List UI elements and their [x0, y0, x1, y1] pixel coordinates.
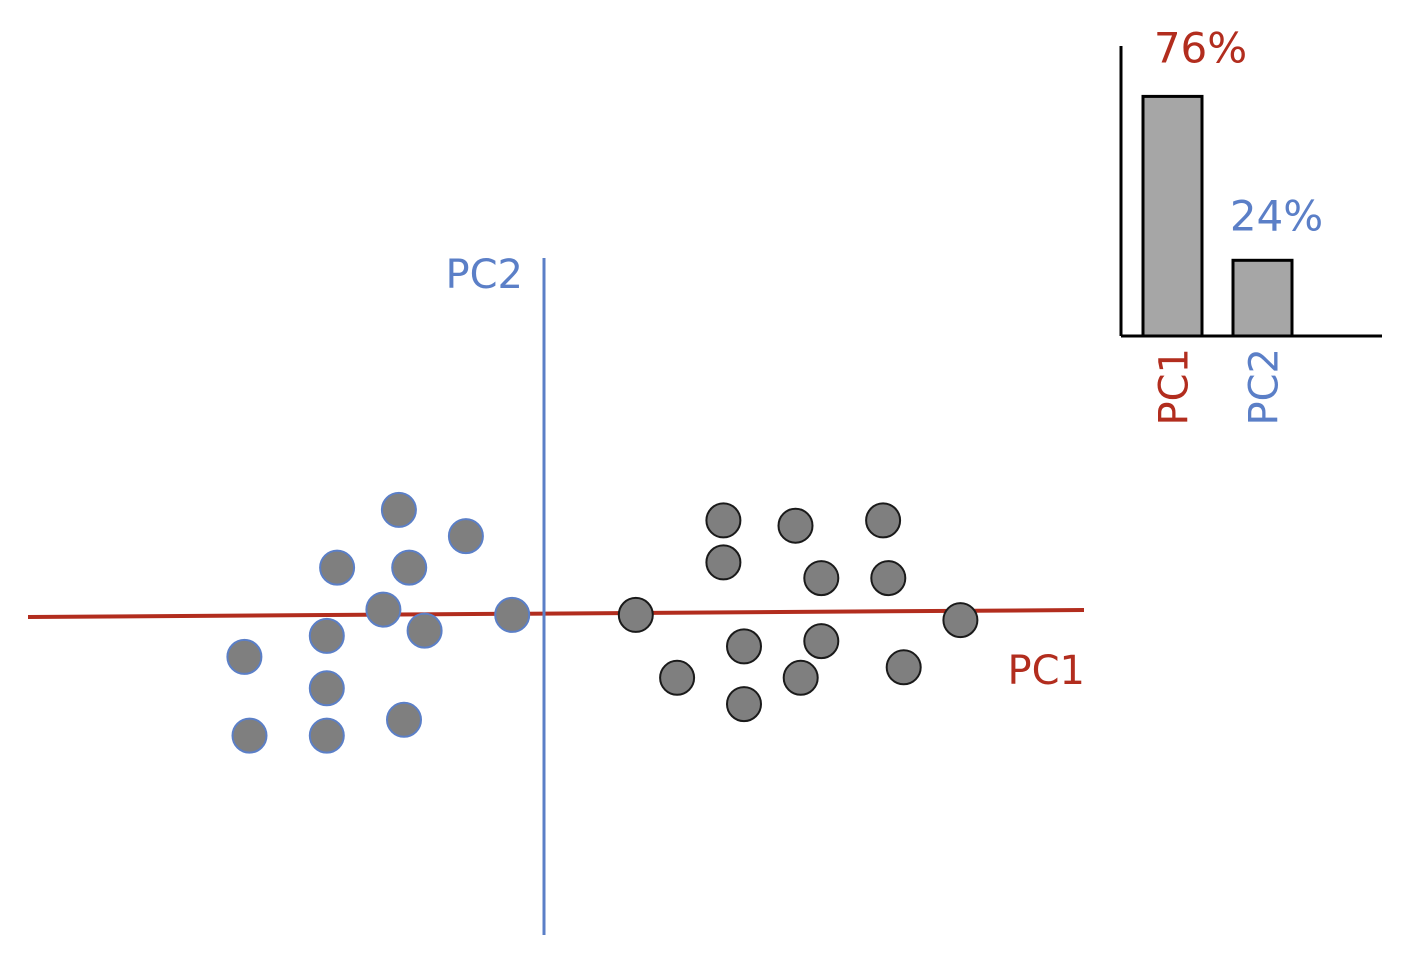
bar-category-label: PC2: [1242, 348, 1288, 426]
bar-chart-bars: 76% PC1 24% PC2: [1141, 23, 1323, 426]
scatter-point: [617, 596, 654, 633]
bar-pc1: [1141, 94, 1204, 338]
scatter-point: [865, 502, 902, 539]
scatter-point: [705, 502, 742, 539]
scatter-point: [803, 623, 840, 660]
scatter-point: [447, 518, 484, 555]
pc1-axis-line: [27, 608, 1085, 619]
scatter-point: [777, 507, 814, 544]
scatter-point: [391, 549, 428, 586]
scatter-points: [226, 491, 979, 754]
scatter-point: [659, 659, 696, 696]
scatter-point: [319, 549, 356, 586]
scatter-point: [494, 596, 531, 633]
scatter-point: [726, 686, 762, 723]
bar-value-label: 76%: [1154, 23, 1247, 72]
scatter-point: [365, 591, 402, 628]
scatter-point: [308, 670, 345, 707]
bar-value-label: 24%: [1230, 191, 1323, 240]
scatter-point: [386, 701, 422, 738]
scatter-point: [308, 617, 345, 654]
scatter-point: [705, 544, 742, 581]
scatter-point: [942, 602, 979, 639]
bar-category-label: PC1: [1152, 348, 1198, 426]
pc2-axis-label: PC2: [446, 252, 524, 298]
scatter-point: [782, 659, 819, 696]
scatter-point: [231, 717, 268, 754]
scatter-point: [380, 491, 417, 528]
scatter-point: [308, 717, 345, 754]
scatter-point: [870, 560, 907, 597]
pca-scatter-plot: PC2 PC1: [27, 252, 1086, 935]
explained-variance-bar-chart: 76% PC1 24% PC2: [1119, 23, 1382, 426]
scatter-point: [885, 649, 922, 686]
scatter-point: [803, 560, 840, 597]
pc1-axis-label: PC1: [1008, 648, 1086, 694]
scatter-point: [406, 612, 443, 649]
bar-pc2: [1231, 258, 1294, 338]
scatter-point: [726, 628, 762, 665]
scatter-point: [226, 638, 263, 675]
